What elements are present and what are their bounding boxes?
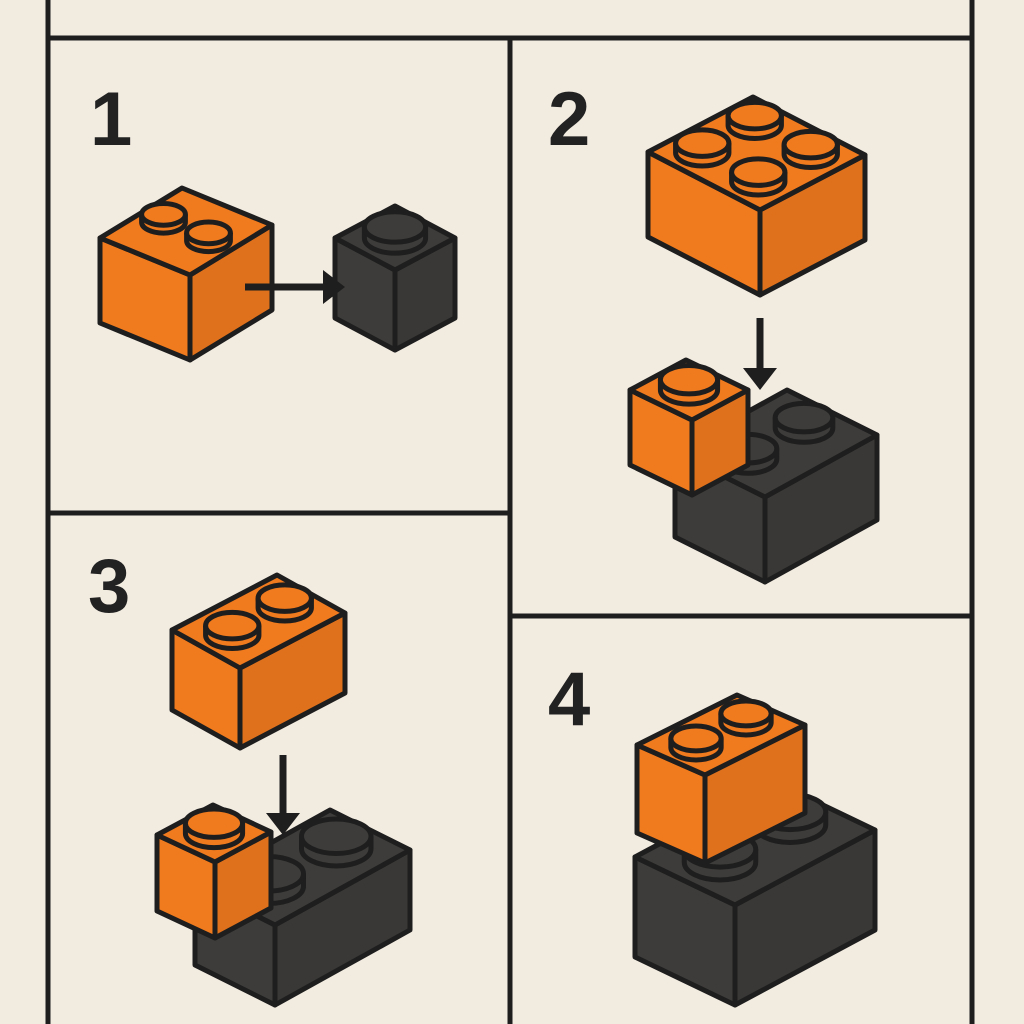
brick-stud — [781, 128, 840, 170]
brick-stud — [729, 156, 788, 198]
panel-grid — [45, 0, 975, 1024]
brick-stud — [668, 723, 724, 763]
orange-brick-1x1 — [627, 357, 751, 498]
brick-stud — [361, 209, 429, 256]
brick-stud — [718, 698, 774, 738]
arrow-down — [266, 755, 300, 835]
brick-stud — [673, 127, 732, 169]
orange-brick-2x1 — [169, 572, 348, 751]
orange-brick-1x1 — [154, 802, 274, 941]
brick-stud — [725, 99, 784, 141]
brick-stud — [182, 806, 246, 851]
orange-brick-2x2 — [645, 94, 868, 298]
step-number-1: 1 — [90, 77, 132, 162]
arrow-down — [743, 318, 777, 390]
dark-brick-1x1 — [332, 203, 458, 353]
orange-brick-2x1 — [97, 185, 275, 363]
brick-top-face — [645, 94, 868, 213]
brick-stud — [255, 582, 314, 624]
step-number-3: 3 — [88, 544, 130, 629]
brick-stud — [657, 363, 721, 407]
arrow-right — [245, 270, 345, 304]
brick-stud — [139, 201, 188, 236]
step-number-4: 4 — [548, 657, 590, 742]
brick-stud — [299, 816, 374, 869]
step-number-2: 2 — [548, 77, 590, 162]
brick-stud — [203, 609, 262, 651]
orange-brick-2x1 — [634, 692, 808, 866]
brick-stud — [772, 400, 836, 445]
brick-stud — [184, 219, 233, 255]
dark-brick-2x2 — [632, 779, 878, 1008]
